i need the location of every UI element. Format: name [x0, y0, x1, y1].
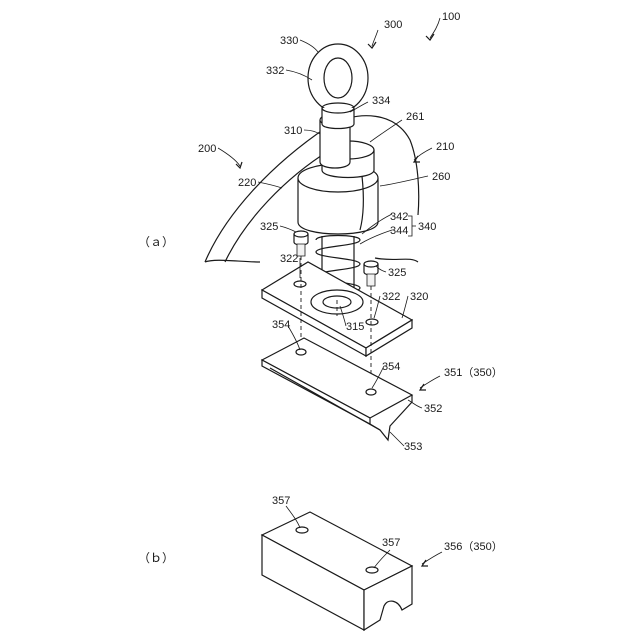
label-325-left: 325 — [260, 221, 278, 233]
label-351: 351（350） — [444, 366, 503, 379]
label-322-right: 322 — [382, 291, 400, 303]
label-344: 344 — [390, 225, 408, 237]
structure-right-line — [375, 258, 418, 262]
label-322-left: 322 — [280, 253, 298, 265]
panel-b — [262, 512, 412, 630]
label-353: 353 — [404, 441, 422, 453]
label-220: 220 — [238, 177, 256, 189]
subfigure-label-b: （ｂ） — [138, 551, 174, 565]
subfigure-label-a: （ａ） — [138, 235, 174, 249]
block-356 — [262, 512, 412, 630]
label-320: 320 — [410, 291, 428, 303]
rail-351 — [262, 338, 412, 440]
label-352: 352 — [424, 403, 442, 415]
label-334: 334 — [372, 95, 390, 107]
label-315: 315 — [346, 321, 364, 333]
label-325-right: 325 — [388, 267, 406, 279]
label-261: 261 — [406, 111, 424, 123]
label-100: 100 — [442, 11, 460, 23]
label-354-right: 354 — [382, 361, 400, 373]
label-332: 332 — [266, 65, 284, 77]
label-260: 260 — [432, 171, 450, 183]
label-310: 310 — [284, 125, 302, 137]
label-300: 300 — [384, 19, 402, 31]
structure-base-line — [205, 260, 260, 262]
label-330: 330 — [280, 35, 298, 47]
label-340: 340 — [418, 221, 436, 233]
bolt-325-right — [364, 261, 378, 286]
label-200: 200 — [198, 143, 216, 155]
label-357-left: 357 — [272, 495, 290, 507]
label-342: 342 — [390, 211, 408, 223]
label-356: 356（350） — [444, 540, 503, 553]
label-210: 210 — [436, 141, 454, 153]
label-357-right: 357 — [382, 537, 400, 549]
label-354-left: 354 — [272, 319, 290, 331]
